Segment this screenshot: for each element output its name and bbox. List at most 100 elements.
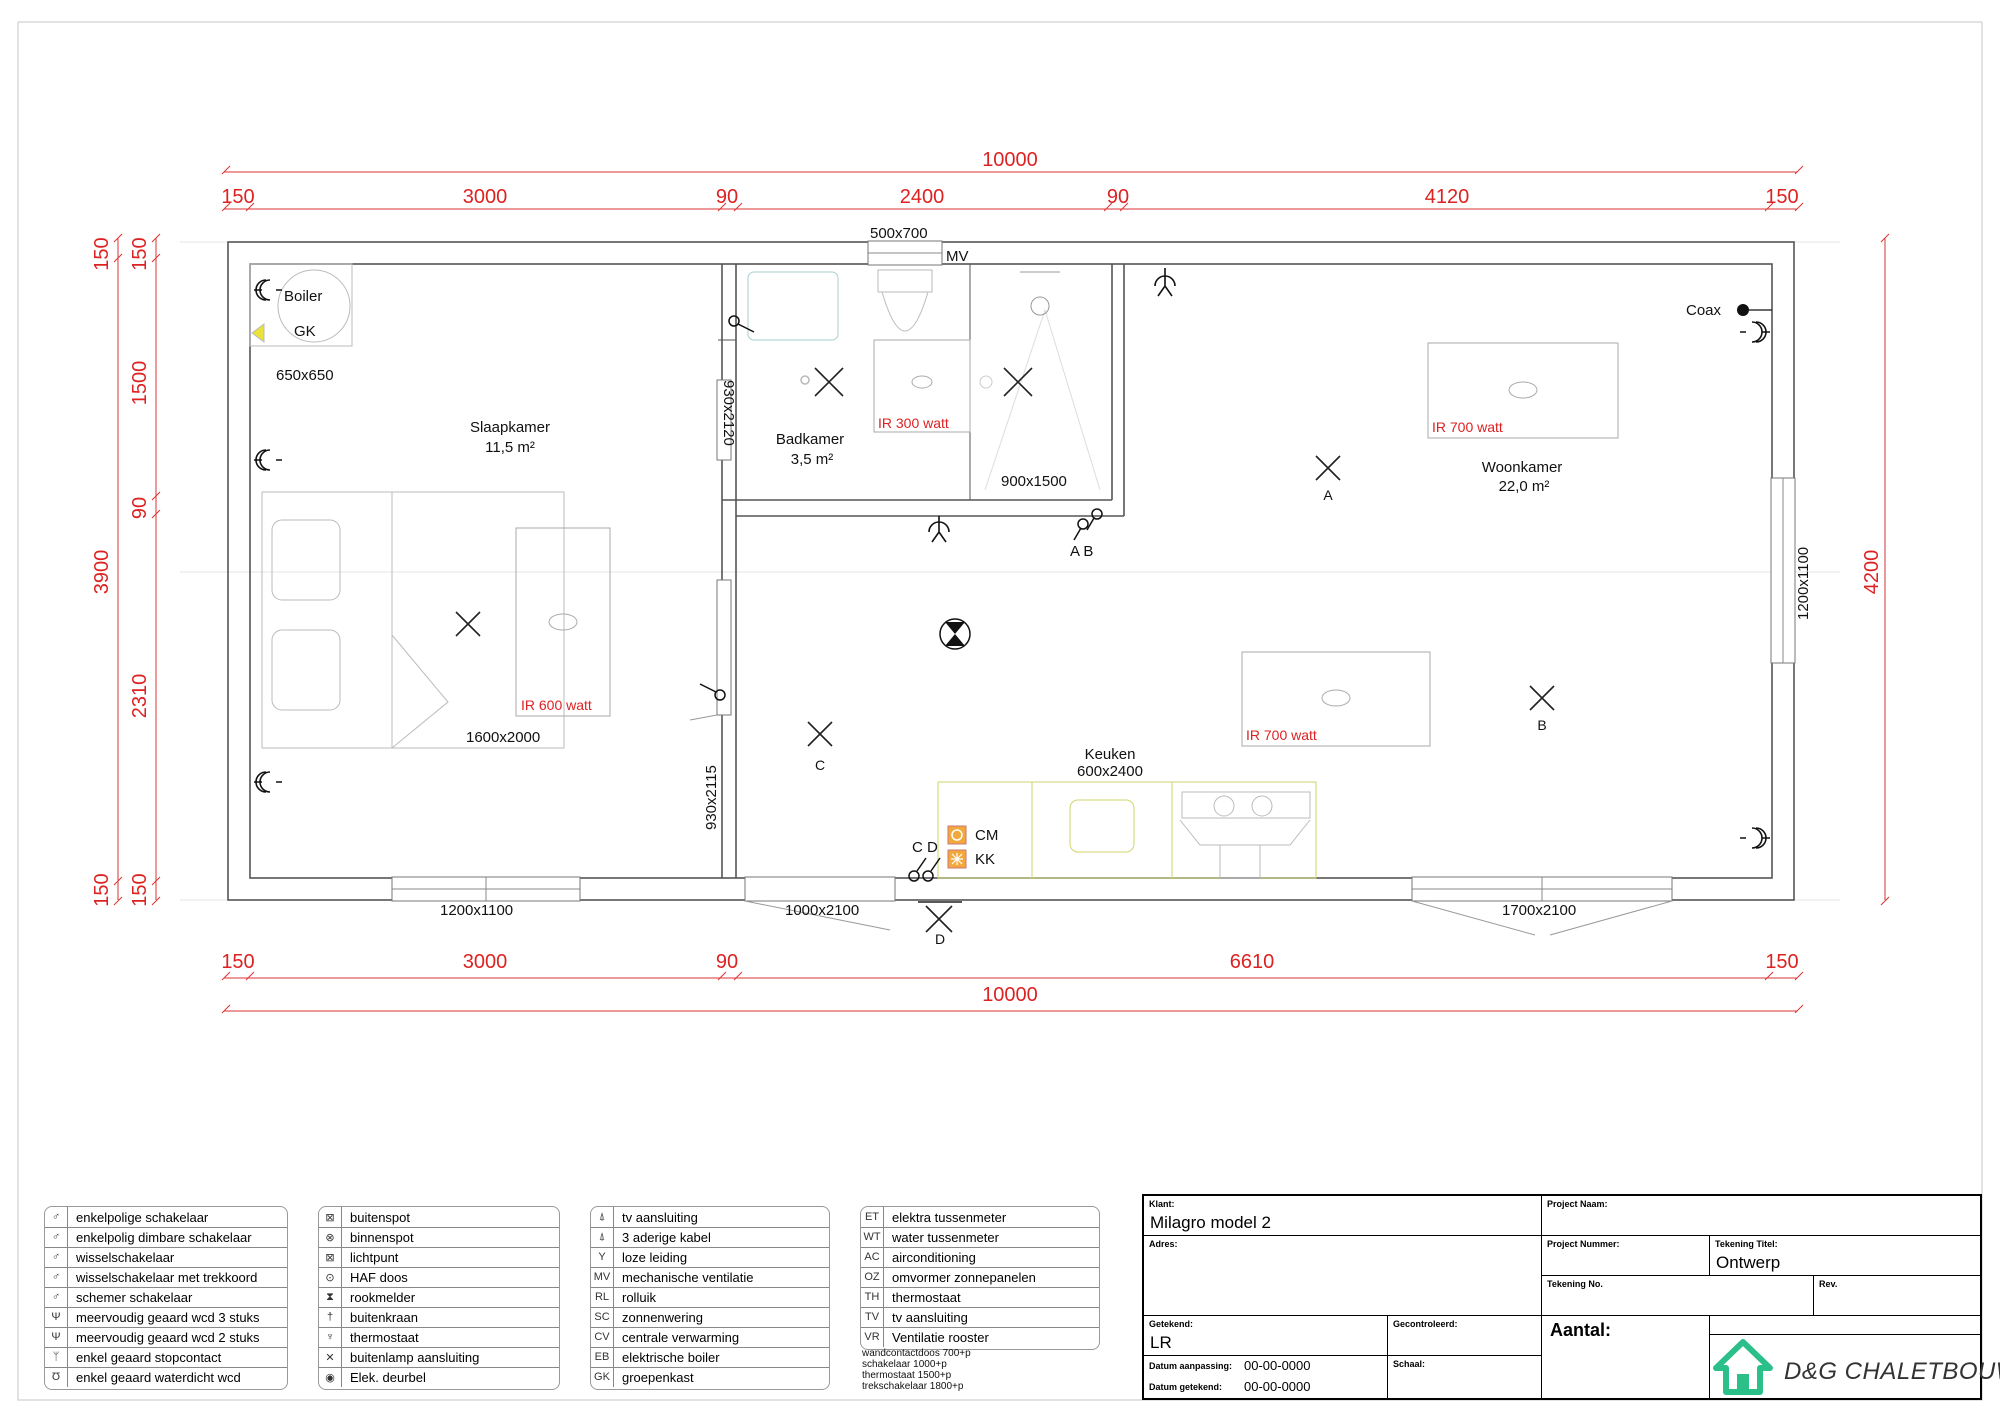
switch-label-cd: C D	[912, 839, 938, 856]
socket-icon	[254, 449, 282, 471]
boiler-size: 650x650	[276, 367, 334, 384]
dim-left-inner-4: 2310	[129, 674, 151, 719]
note-line: wandcontactdoos 700+p	[862, 1348, 971, 1359]
tb-gecontroleerd: Gecontroleerd:	[1388, 1316, 1542, 1356]
switch-icon	[1091, 508, 1103, 520]
legend-code: TV	[861, 1307, 884, 1327]
tb-klant: Klant: Milagro model 2	[1144, 1196, 1542, 1236]
outdoor-spot-icon: ⊠	[319, 1207, 342, 1227]
empty-conduit-icon: Y	[591, 1247, 614, 1267]
dim-top-3: 90	[716, 186, 738, 208]
drawing-title: Ontwerp	[1716, 1253, 1781, 1272]
thermostat-icon: ♆	[319, 1327, 342, 1347]
legend-code: SC	[591, 1307, 614, 1327]
legend-label: HAF doos	[350, 1269, 408, 1285]
lichtpunt-icon	[814, 367, 844, 397]
note-line: thermostaat 1500+p	[862, 1370, 952, 1381]
switch-icon	[922, 870, 934, 882]
legend-label: buitenlamp aansluiting	[350, 1349, 480, 1365]
legend-label: mechanische ventilatie	[622, 1269, 754, 1285]
dimmer-switch-icon: ♂	[45, 1227, 68, 1247]
heater-label-bedroom: IR 600 watt	[521, 697, 592, 713]
window-left-bottom-size: 1200x1100	[440, 902, 513, 919]
legend-column-1: ♂enkelpolige schakelaar ♂enkelpolig dimb…	[44, 1206, 288, 1390]
socket-triple-icon: Ψ	[45, 1307, 68, 1327]
legend-label: lichtpunt	[350, 1249, 399, 1265]
dim-top-5: 90	[1107, 186, 1129, 208]
groepenkast-icon	[251, 323, 265, 343]
socket-icon	[1740, 321, 1770, 343]
dim-bottom-5: 150	[1765, 951, 1798, 973]
legend-label: water tussenmeter	[892, 1229, 999, 1245]
legend-label: loze leiding	[622, 1249, 688, 1265]
tb-project-naam: Project Naam:	[1542, 1196, 1980, 1236]
legend-code: OZ	[861, 1267, 884, 1287]
dim-bottom-4: 6610	[1230, 951, 1275, 973]
tb-rev: Rev.	[1814, 1276, 1980, 1316]
door-front-size: 1000x2100	[785, 902, 859, 919]
legend-code: MV	[591, 1267, 614, 1287]
toggle-switch-icon: ♂	[45, 1247, 68, 1267]
dim-top-6: 4120	[1425, 186, 1470, 208]
date-drawn: 00-00-0000	[1244, 1379, 1311, 1394]
window-top-size: 500x700	[870, 225, 928, 242]
light-points	[455, 367, 1555, 933]
date-modified: 00-00-0000	[1244, 1358, 1311, 1373]
light-label-b: B	[1537, 717, 1546, 733]
buitenlamp-icon	[918, 901, 962, 933]
switch-icon	[728, 315, 740, 327]
dim-bottom-1: 150	[221, 951, 254, 973]
waterproof-socket-icon: Ʊ	[45, 1367, 68, 1387]
kk-label: KK	[975, 851, 995, 868]
title-block: Klant: Milagro model 2 Adres: Getekend: …	[1142, 1194, 2000, 1400]
heater-bedroom	[515, 527, 611, 717]
light-label-d: D	[935, 931, 945, 947]
dim-right-total: 4200	[1861, 550, 1883, 595]
legend-label: wisselschakelaar met trekkoord	[76, 1269, 258, 1285]
drawn-by: LR	[1150, 1333, 1172, 1352]
height-notes: wandcontactdoos 700+p schakelaar 1000+p …	[862, 1348, 971, 1392]
door-bed-size: 930x2115	[703, 765, 720, 830]
heater-keuken	[1241, 651, 1431, 747]
room-name-woonkamer: Woonkamer	[1482, 459, 1563, 476]
legend-label: groepenkast	[622, 1369, 694, 1385]
note-line: schakelaar 1000+p	[862, 1359, 947, 1370]
indoor-spot-icon: ⊗	[319, 1227, 342, 1247]
bed-size: 1600x2000	[466, 729, 540, 746]
door-patio-size: 1700x2100	[1502, 902, 1576, 919]
legend-label: tv aansluiting	[892, 1309, 968, 1325]
dim-top-total: 10000	[982, 149, 1038, 171]
walls	[227, 241, 1795, 901]
room-area-badkamer: 3,5 m²	[791, 451, 834, 468]
legend-label: omvormer zonnepanelen	[892, 1269, 1036, 1285]
sockets	[254, 268, 1770, 849]
outdoor-lamp-icon: ✕	[319, 1347, 342, 1367]
legend-label: airconditioning	[892, 1249, 976, 1265]
client-name: Milagro model 2	[1150, 1213, 1271, 1232]
pull-switch-icon: ♂	[45, 1267, 68, 1287]
dim-bottom-2: 3000	[463, 951, 508, 973]
legend-code: WT	[861, 1227, 884, 1247]
note-line: trekschakelaar 1800+p	[862, 1381, 964, 1392]
dim-left-inner-5: 150	[129, 873, 151, 906]
light-point-icon: ⊠	[319, 1247, 342, 1267]
dim-top-4: 2400	[900, 186, 945, 208]
window-right-size: 1200x1100	[1795, 547, 1812, 620]
legend-code: TH	[861, 1287, 884, 1307]
legend-code: RL	[591, 1287, 614, 1307]
wall-openings	[391, 240, 1796, 902]
tb-project-nummer: Project Nummer:	[1542, 1236, 1710, 1276]
switch-icon	[1077, 518, 1089, 530]
legend-label: rookmelder	[350, 1289, 416, 1305]
legend-column-2: ⊠buitenspot ⊗binnenspot ⊠lichtpunt ⊙HAF …	[318, 1206, 560, 1390]
room-name-badkamer: Badkamer	[776, 431, 844, 448]
grid-axis	[180, 241, 1840, 901]
light-label-c: C	[815, 757, 825, 773]
legend-label: meervoudig geaard wcd 3 stuks	[76, 1309, 260, 1325]
dim-left-outer-2: 3900	[91, 550, 113, 595]
socket-double-icon: Ψ	[45, 1327, 68, 1347]
tb-aantal: Aantal:	[1542, 1316, 1710, 1398]
legend-label: elektrische boiler	[622, 1349, 720, 1365]
dim-left-inner-3: 90	[129, 497, 151, 519]
